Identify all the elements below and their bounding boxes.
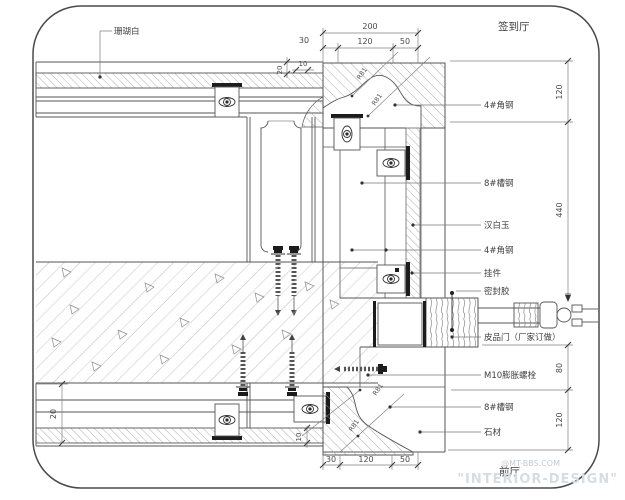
jamb-plate-1	[331, 114, 363, 151]
door-leaf	[478, 301, 598, 329]
anchor-bolt-icon	[285, 334, 299, 396]
dimension-lines	[36, 28, 573, 470]
label-leather-door: 皮品门（厂家订做）	[484, 332, 561, 343]
bolt-symbol-icon	[382, 274, 400, 284]
bolt-symbol-icon	[382, 158, 400, 168]
label-channel-steel-mid: 8#槽钢	[484, 178, 514, 189]
bolt-symbol-icon	[218, 97, 236, 107]
stone-band	[35, 427, 324, 444]
dim-top-total: 200	[362, 22, 377, 31]
bolt-symbol-icon	[301, 404, 319, 414]
bottom-cove-stone	[322, 386, 414, 456]
label-angle-steel-mid: 4#角钢	[484, 245, 514, 256]
bottom-anchor-bolts	[236, 334, 299, 396]
label-expansion-bolt: M10膨胀螺栓	[484, 370, 537, 381]
room-name-front-hall: 前厅	[499, 465, 520, 478]
dim-right-80: 80	[555, 363, 564, 373]
dim-top-30: 30	[299, 36, 309, 45]
jamb-plate-2	[376, 146, 410, 180]
top-bolt-plate	[212, 83, 242, 118]
horizontal-expansion-bolt-icon	[334, 364, 387, 374]
concrete-triangles	[51, 267, 340, 372]
leader-lines	[98, 30, 481, 434]
watermark-url: @MT-BBS.COM	[501, 459, 560, 468]
label-angle-steel-top: 4#角钢	[484, 100, 514, 111]
dim-bottom-small-10: 10	[295, 433, 303, 442]
dim-top-small-10: 10	[299, 60, 308, 68]
dim-right-440: 440	[555, 202, 564, 217]
dim-top-small-20: 20	[276, 66, 284, 75]
dim-right-120a: 120	[555, 84, 564, 99]
bottom-bolt-plate	[212, 403, 242, 440]
concrete-wall	[36, 261, 378, 384]
bolt-symbol-icon	[218, 415, 236, 425]
bottom-radius-leaders	[301, 388, 405, 453]
label-channel-steel-bottom: 8#槽钢	[484, 402, 514, 413]
dim-bottom-120: 120	[358, 455, 373, 464]
top-finish-assembly	[35, 61, 324, 118]
center-stud	[246, 117, 316, 262]
dim-left-20: 20	[49, 409, 58, 419]
dimension-ticks	[58, 29, 572, 469]
watermark-brand: "INTERIOR-DESIGN"	[457, 472, 618, 487]
dim-top-120: 120	[357, 37, 372, 46]
dim-bottom-30: 30	[326, 455, 336, 464]
anchor-bolt-icon	[236, 334, 250, 396]
label-white-marble: 汉白玉	[484, 220, 510, 231]
label-stone: 石材	[484, 427, 502, 438]
label-hanger: 挂件	[484, 268, 502, 279]
top-cove-corner-return	[301, 96, 324, 128]
dim-top-50: 50	[400, 37, 410, 46]
label-sealant: 密封胶	[484, 286, 510, 297]
label-coral-white: 珊瑚白	[114, 26, 140, 37]
dim-bottom-50: 50	[400, 455, 410, 464]
sealant-joint	[450, 291, 454, 332]
jamb-plate-3	[376, 262, 410, 296]
steel-tube	[373, 301, 426, 347]
dim-right-120b: 120	[555, 412, 564, 427]
top-radius-leaders	[350, 51, 431, 118]
room-name-signin-hall: 签到厅	[498, 20, 530, 33]
bolt-symbol-icon	[341, 125, 353, 143]
